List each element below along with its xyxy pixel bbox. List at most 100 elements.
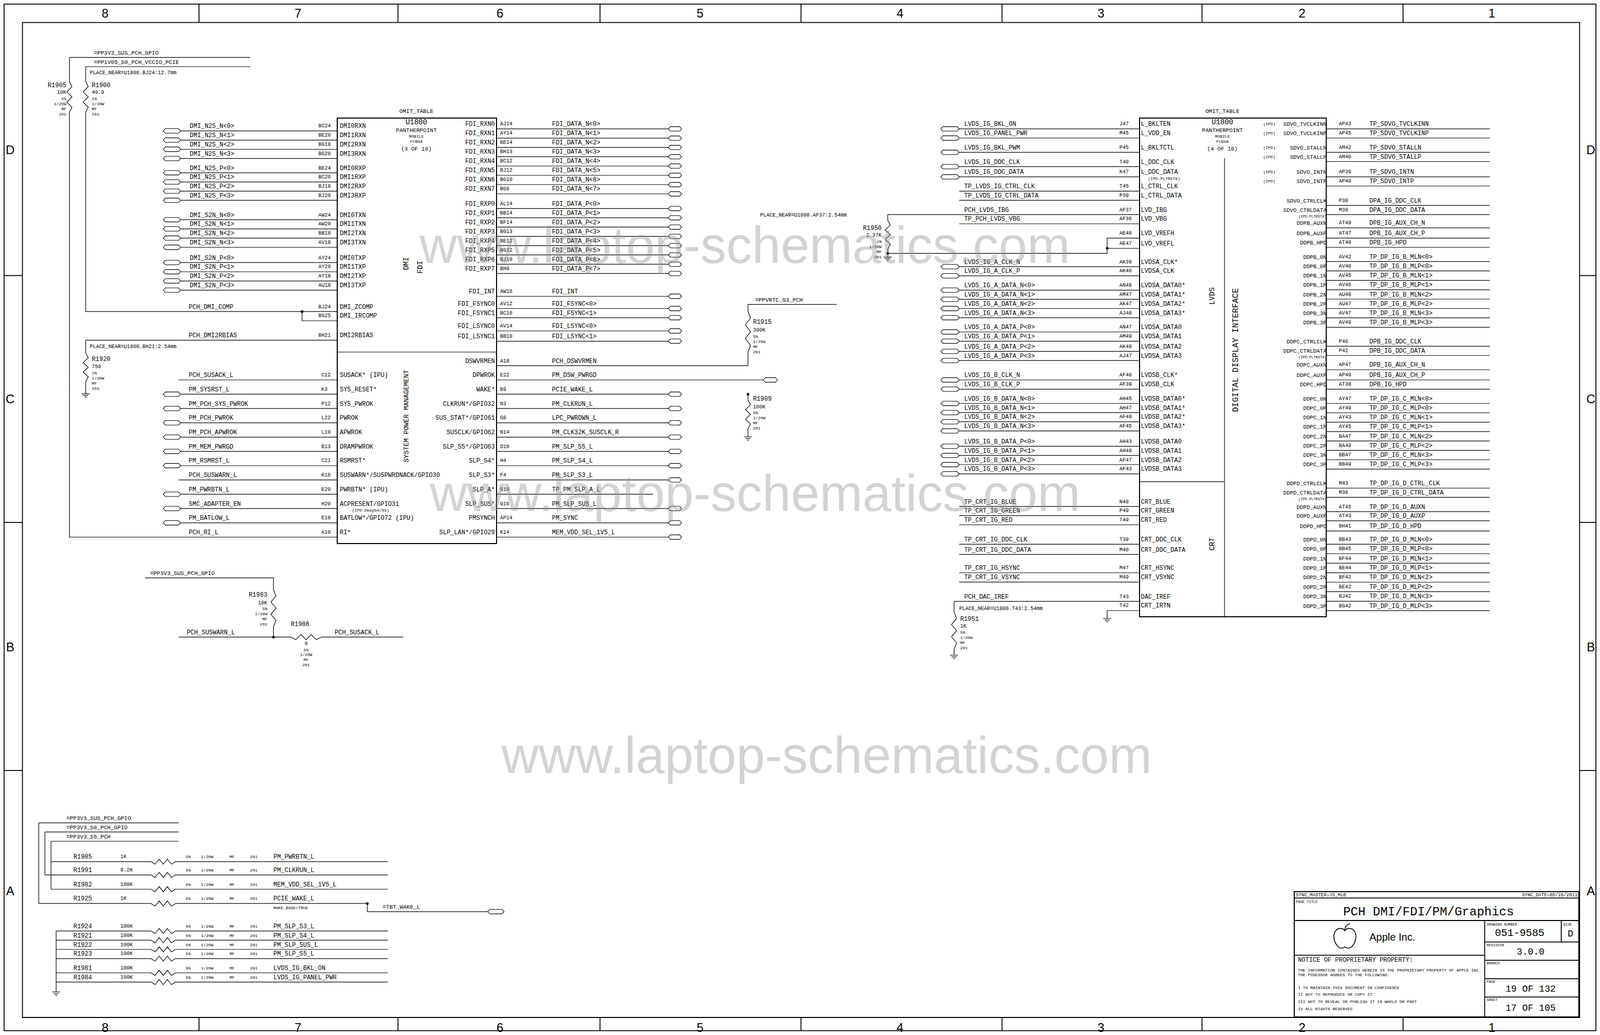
net-name: DMI_N2S_N<1>	[189, 132, 235, 139]
pin-number: BH41	[1338, 523, 1351, 530]
resistor-label: 5%	[960, 630, 966, 635]
net-name: PM_SLP_S3_L	[273, 923, 315, 930]
net-name: FDI_DATA_N<1>	[552, 130, 601, 137]
title-field: SYNC_DATE=05/26/2011	[1521, 892, 1578, 898]
pin-number: AM47	[1119, 292, 1132, 298]
part-heading: FCBGA	[409, 139, 423, 144]
resistor-label: R1982	[73, 881, 92, 888]
resistor-label: R1909	[752, 396, 772, 403]
net-name: FDI_INT	[552, 288, 579, 295]
pin-number: AF45	[1119, 423, 1132, 430]
pin-name: DDPC_3P	[1302, 462, 1327, 468]
pin-name: RSMRST*	[339, 457, 366, 465]
resistor-label: 201	[250, 933, 258, 938]
resistor-label: 1/20W	[201, 868, 214, 873]
title-block: SYNC_MASTER=J5_MLBSYNC_DATE=05/26/2011PA…	[1293, 891, 1580, 1018]
pin-name: DDPB_2N	[1302, 291, 1327, 298]
resistor-label: 5%	[185, 966, 191, 971]
pin-number: AY24	[318, 255, 331, 261]
pin-note: (IPD-PLTRST#)	[1298, 215, 1327, 219]
resistor-label: 100K	[120, 975, 134, 981]
net-name: PM_CLK32K_SUSCLK_R	[552, 429, 620, 436]
net-name: DMI_N2S_N<2>	[189, 141, 235, 148]
grid-index: 3	[1097, 1021, 1105, 1034]
notice-text: I TO MAINTAIN THIS DOCUMENT IN CONFIDENC…	[1297, 985, 1400, 991]
resistor-label: 201	[250, 868, 258, 873]
net-name: TP_CRT_IG_DDC_CLK	[964, 536, 1028, 543]
pin-number: AV42	[1338, 254, 1351, 260]
resistor-label: 1/20W	[91, 102, 105, 107]
net-name: TP_DP_IG_D_CTRL_DATA	[1369, 489, 1444, 497]
pin-name: DDPC_AUXP	[1296, 372, 1327, 379]
resistor-label: 1/20W	[201, 966, 214, 971]
pin-number: AP40	[1338, 178, 1351, 185]
pin-name: CRT_BLUE	[1140, 499, 1171, 506]
pin-number: H20	[321, 501, 331, 507]
pin-name: SDVO_CTRLCLK	[1286, 198, 1327, 204]
part-heading: U1800	[1211, 118, 1234, 126]
pin-name: DDPD_2N	[1302, 574, 1327, 581]
power-rail: =PP3V3_SUS_PCH_GPIO	[93, 50, 159, 56]
pin-name: SLP_LAN*/GPIO29	[439, 529, 496, 536]
pin-number: AL14	[500, 201, 513, 207]
pin-number: AE48	[1119, 231, 1132, 237]
pin-number: BC10	[500, 310, 513, 317]
resistor-label: 1/20W	[201, 943, 214, 948]
pin-number: AJ48	[1119, 310, 1132, 317]
pin-number: K14	[500, 530, 510, 536]
pin-name: SDVO_TVCLKINN	[1283, 121, 1327, 128]
pin-name: SUSCLK/GPIO62	[446, 429, 496, 436]
pin-name: FDI_RXN2	[465, 139, 496, 146]
pin-name: FDI_RXN3	[465, 149, 496, 156]
net-name: PCH_SUSWARN_L	[188, 472, 238, 479]
part-heading: MOBILE	[408, 134, 424, 139]
net-name: TP_DP_IG_C_MLP<2>	[1369, 442, 1433, 450]
net-name: LVDS_IG_B_DATA_P<2>	[964, 457, 1035, 464]
resistor-label: R1983	[248, 591, 268, 599]
pin-number: AH49	[1119, 448, 1132, 454]
pin-number: BE20	[318, 133, 331, 139]
pin-number: N48	[1119, 499, 1129, 505]
resistor-label: 1/20W	[201, 951, 214, 956]
pin-name: DDPD_AUXP	[1296, 513, 1327, 520]
pin-name: SYS_PWROK	[339, 401, 374, 408]
pin-name: DAC_IREF	[1140, 594, 1171, 601]
pin-number: T40	[1119, 159, 1129, 166]
pin-number: AF47	[1119, 457, 1132, 464]
resistor-label: 1K	[120, 854, 127, 860]
pin-note: (IPD)	[1263, 145, 1276, 151]
pin-number: D10	[500, 444, 510, 450]
placement-note: PLACE_NEAR=U1800.BJ24:12.7mm	[89, 70, 177, 76]
resistor-label: 5%	[752, 410, 758, 416]
pin-name: BATLOW*/GPIO72 (IPU)	[339, 515, 415, 522]
resistor-label: MF	[91, 381, 97, 386]
pin-name: DDPB_3N	[1302, 310, 1327, 317]
net-name: TP_LVDS_IG_CTRL_DATA	[964, 192, 1039, 200]
pin-number: BB45	[1338, 546, 1351, 552]
section-title: DMI	[402, 256, 410, 270]
pin-number: BJ42	[1338, 594, 1351, 600]
net-name: PM_SLP_S4_L	[273, 932, 315, 939]
pin-number: AY49	[1338, 405, 1351, 411]
grid-index: 2	[1298, 7, 1306, 20]
pin-name: LVDSA_CLK*	[1140, 259, 1178, 266]
resistor-label: 100K	[120, 942, 134, 948]
net-name: TP_DP_IG_C_MLN<3>	[1369, 452, 1433, 459]
pin-name: DDPD_HPD	[1299, 523, 1327, 530]
net-name: PM_PWRBTN_L	[273, 853, 315, 861]
net-name: TP_DP_IG_D_MLN<0>	[1369, 536, 1433, 543]
grid-index: 1	[1488, 7, 1496, 20]
title-field: 051-9585	[1494, 928, 1545, 939]
pin-number: AK40	[1119, 268, 1132, 274]
resistor-label: 100K	[120, 933, 134, 939]
pin-number: H4	[500, 458, 507, 464]
pin-note: (IPD-PLTRST#)	[1298, 355, 1327, 360]
pin-number: AV12	[500, 301, 513, 307]
notice-text: II NOT TO REPRODUCE OR COPY IT	[1297, 992, 1373, 997]
pin-number: AY45	[1338, 424, 1351, 430]
resistor-label: 10K	[257, 600, 268, 606]
grid-index: D	[1586, 143, 1596, 157]
pin-name: DDPC_1P	[1302, 424, 1327, 431]
pin-number: AH43	[1119, 439, 1132, 445]
